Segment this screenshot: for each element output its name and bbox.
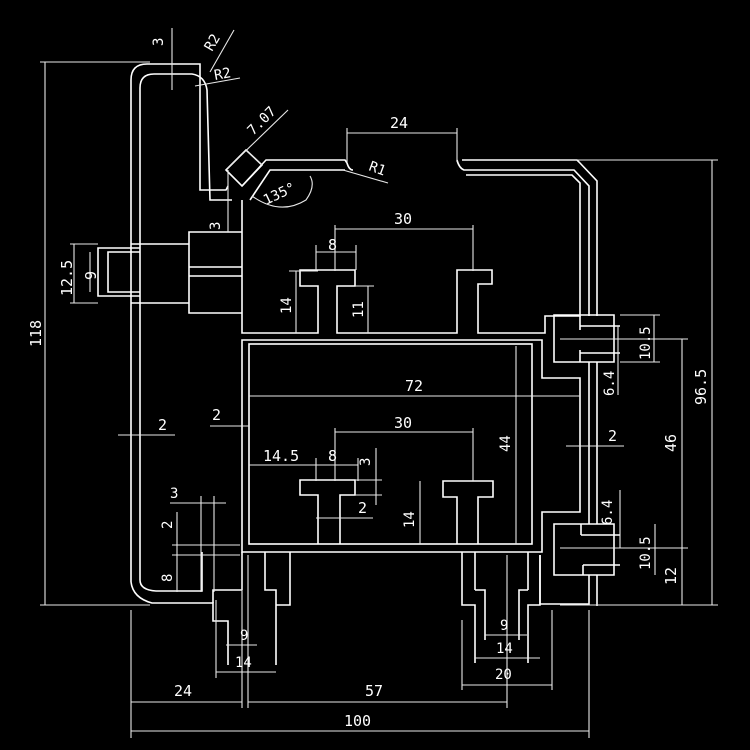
label-lower-t-cap: 3 — [358, 458, 374, 466]
label-lower-t-spacing: 30 — [394, 414, 412, 432]
label-left-foot-height: 8 — [160, 574, 176, 582]
label-chamfer: 7.07 — [245, 104, 280, 139]
top-inner-wall — [249, 169, 345, 201]
label-left-wall: 2 — [158, 416, 167, 434]
label-lower-t-offset: 14.5 — [263, 447, 299, 465]
label-upper-t-width: 8 — [328, 236, 337, 254]
middle-box — [248, 343, 533, 545]
label-upper-t-spacing: 30 — [394, 210, 412, 228]
label-right-slot-upper-inner: 6.4 — [602, 371, 618, 396]
label-corner-inner-radius: R2 — [213, 65, 232, 84]
label-left-foot-step-h: 2 — [160, 521, 176, 529]
label-right-slot-spacing: 46 — [662, 434, 680, 452]
label-upper-t-stem: 11 — [351, 301, 367, 318]
dimension-lines — [40, 28, 718, 738]
top-outer-wall — [241, 159, 354, 187]
label-right-bottom-offset: 12 — [662, 567, 680, 585]
label-chamfer-angle: 135° — [261, 180, 298, 209]
dimension-labels: 118 96.5 46 12 100 24 57 9 14 9 14 20 24… — [27, 31, 710, 730]
chamfer-block — [224, 148, 264, 188]
label-right-leg-outer: 20 — [495, 667, 512, 683]
label-left-leg-inner: 9 — [240, 628, 248, 644]
label-neck-thickness: 3 — [208, 222, 224, 230]
label-right-slot-lower-outer: 10.5 — [638, 536, 654, 570]
right-outer-wall — [539, 362, 598, 606]
label-inner-height: 44 — [498, 435, 514, 452]
label-left-slot-inner: 9 — [82, 271, 100, 280]
label-left-wall-thickness: 3 — [151, 38, 167, 46]
label-lower-t-height: 14 — [402, 511, 418, 528]
label-leg-spacing: 57 — [365, 682, 383, 700]
right-slot-lower — [553, 523, 620, 576]
label-lower-t-stem: 2 — [358, 499, 367, 517]
left-slot — [97, 231, 242, 314]
label-left-leg-outer: 14 — [235, 655, 252, 671]
right-slot-upper — [553, 314, 620, 363]
label-overall-width: 100 — [344, 712, 371, 730]
label-right-wall: 2 — [608, 427, 617, 445]
label-right-height: 96.5 — [692, 369, 710, 405]
middle-outer — [241, 339, 581, 553]
bottom-left-leg — [212, 589, 228, 603]
upper-chamber — [241, 174, 581, 334]
profile-outline — [97, 63, 620, 665]
label-left-leg-offset: 24 — [174, 682, 192, 700]
top-right-inner — [462, 159, 598, 316]
left-inner-wall — [139, 73, 232, 580]
bottom-left-foot — [130, 552, 291, 665]
left-outer-wall — [130, 63, 229, 582]
label-right-leg-mid: 14 — [496, 641, 513, 657]
label-top-notch-width: 24 — [390, 114, 408, 132]
label-inner-width: 72 — [405, 377, 423, 395]
label-overall-height: 118 — [27, 320, 45, 347]
label-right-leg-inner: 9 — [500, 618, 508, 634]
label-right-slot-upper-outer: 10.5 — [638, 326, 654, 360]
label-upper-t-height: 14 — [279, 297, 295, 314]
top-right-wall — [456, 159, 590, 316]
label-corner-outer-radius: R2 — [202, 31, 224, 54]
label-notch-radius: R1 — [367, 159, 388, 180]
label-inner-wall: 2 — [212, 406, 221, 424]
label-left-slot-outer: 12.5 — [58, 260, 76, 296]
lower-t-right — [442, 480, 494, 544]
label-right-slot-lower-inner: 6.4 — [600, 500, 616, 525]
label-left-foot-step-w: 3 — [170, 486, 178, 502]
lower-t-left — [299, 479, 356, 544]
label-lower-t-width: 8 — [328, 447, 337, 465]
bottom-right-leg — [461, 552, 541, 663]
